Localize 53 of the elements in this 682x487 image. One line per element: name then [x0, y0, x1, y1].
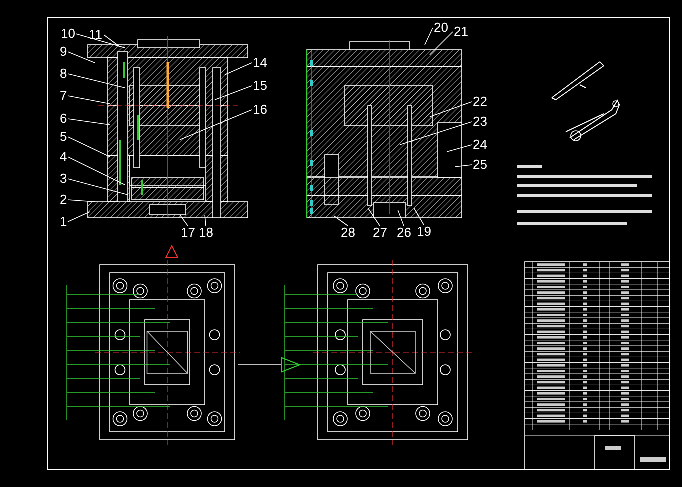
leader-line [68, 178, 128, 196]
leader-line [400, 122, 472, 146]
leader-line [204, 214, 206, 226]
callout-number: 26 [396, 226, 412, 240]
callout-number: 7 [59, 89, 68, 103]
callout-number: 11 [88, 28, 104, 42]
callout-number: 22 [472, 95, 488, 109]
leader-line [68, 200, 96, 202]
leader-line [214, 86, 252, 100]
callout-number: 6 [59, 112, 68, 126]
leader-line [68, 212, 90, 222]
callout-number: 8 [59, 67, 68, 81]
callout-number: 15 [252, 79, 268, 93]
callout-number: 18 [198, 226, 214, 240]
leader-line [68, 118, 110, 126]
leader-line [334, 216, 348, 226]
mold-section-drawing [306, 40, 462, 218]
callout-number: 16 [252, 103, 268, 117]
leader-line [68, 74, 126, 88]
leader-line [430, 32, 454, 56]
callout-number: 17 [180, 226, 196, 240]
leader-line [446, 144, 472, 152]
callout-number: 27 [372, 226, 388, 240]
callout-number: 21 [453, 25, 470, 39]
callout-number: 9 [59, 45, 68, 59]
leader-line [414, 208, 424, 226]
callout-number: 4 [59, 150, 68, 164]
leader-line [224, 62, 252, 76]
callout-number: 28 [340, 226, 356, 240]
callout-number: 5 [59, 130, 68, 144]
leader-line [398, 210, 404, 226]
callout-number: 10 [60, 27, 76, 41]
leader-line [104, 34, 120, 48]
leader-line [424, 28, 434, 46]
callout-number: 24 [472, 138, 488, 152]
leader-line [68, 156, 126, 186]
leader-line [76, 34, 126, 48]
leader-line [180, 214, 188, 226]
leader-line [430, 102, 472, 118]
leader-line [454, 164, 472, 168]
leader-line [68, 136, 110, 158]
leader-line [180, 110, 252, 140]
callout-number: 20 [433, 21, 450, 35]
callout-number: 23 [472, 115, 488, 129]
leader-line [68, 96, 110, 104]
callout-number: 14 [252, 56, 268, 70]
callout-number: 19 [416, 225, 432, 239]
callout-number: 25 [472, 158, 488, 172]
callout-number: 1 [59, 215, 68, 229]
leader-line [68, 52, 96, 64]
callout-number: 2 [59, 193, 68, 207]
leader-line [368, 208, 380, 226]
callout-number: 3 [59, 172, 68, 186]
